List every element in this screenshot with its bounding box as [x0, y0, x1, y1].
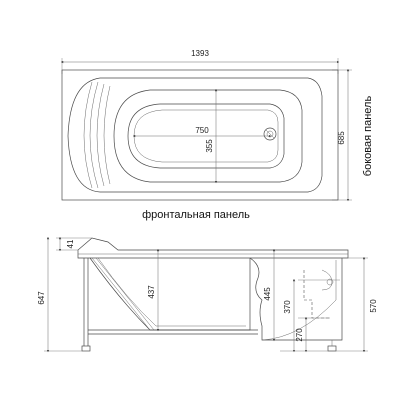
drain-icon — [263, 127, 277, 141]
tub-inner-rim — [67, 77, 323, 193]
drain-outlet-icon — [326, 278, 334, 286]
inner-depth-dimension-text: 437 — [147, 285, 156, 299]
frame-foot-right — [327, 345, 337, 352]
total-height-dimension-text: 647 — [37, 291, 46, 305]
headrest-contour-3 — [96, 83, 105, 187]
tub-outer-rim — [61, 69, 339, 201]
tub-inner-bottom — [127, 103, 285, 169]
frame-brace — [91, 257, 151, 331]
side-view: 41 647 437 445 370 270 570 — [37, 236, 378, 353]
drain-offset-dimension-text: 270 — [295, 328, 304, 342]
frame-height-dimension-text: 570 — [369, 299, 378, 313]
rim-dimension-text: 41 — [66, 239, 75, 248]
inner-length-dimension-text: 750 — [195, 126, 209, 135]
width-dimension-text: 1393 — [191, 49, 209, 58]
tub-rim-profile — [77, 237, 349, 259]
headrest-contour-4 — [103, 85, 111, 185]
drain-height-dimension-text: 370 — [283, 300, 292, 314]
headrest-contour-1 — [83, 81, 93, 189]
front-panel-label: фронтальная панель — [142, 209, 250, 221]
side-panel-label: боковая панель — [362, 96, 374, 177]
top-view: 1393 685 750 355 боковая панель фр — [60, 49, 374, 221]
inner-width-dimension-text: 355 — [205, 139, 214, 153]
overflow-pipe — [303, 270, 330, 319]
tub-body-profile — [89, 257, 251, 331]
depth-right-dimension-text: 445 — [263, 287, 272, 301]
headrest-contour-2 — [89, 81, 99, 189]
depth-dimension-text: 685 — [337, 131, 346, 145]
tub-section-cutaway — [249, 257, 343, 341]
